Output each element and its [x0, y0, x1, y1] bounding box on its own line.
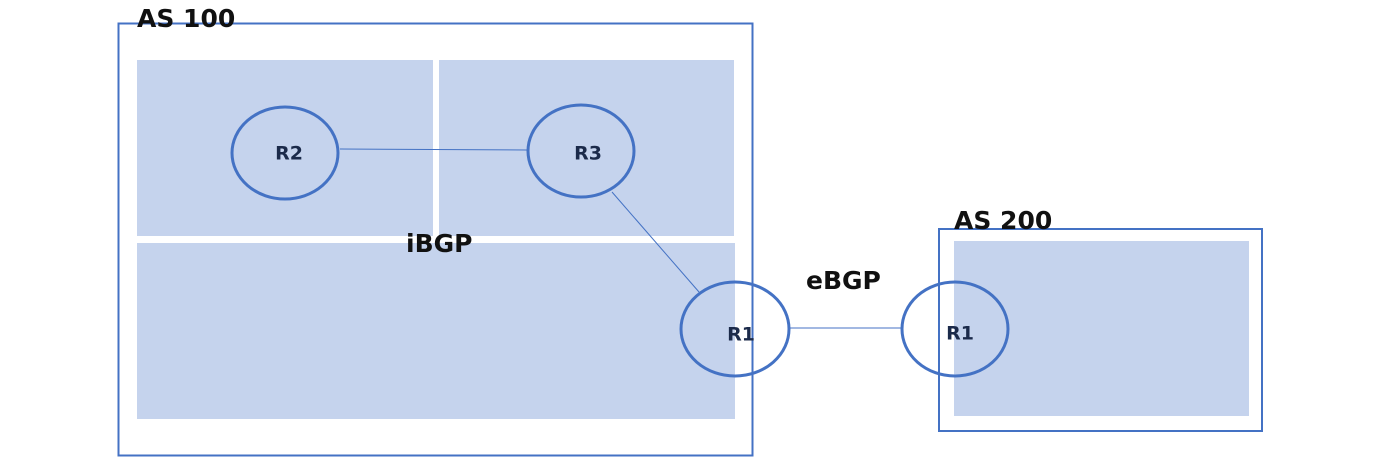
ibgp-label: iBGP: [406, 229, 472, 258]
router-as200-r1-label: R1: [946, 323, 974, 345]
as200-zone: [954, 241, 1249, 416]
as100-zone-top-left: [137, 60, 433, 236]
router-r3[interactable]: [526, 103, 636, 199]
link-r3-r1: [611, 191, 700, 293]
as100-label: AS 100: [137, 4, 235, 33]
router-r2[interactable]: [230, 105, 340, 201]
router-r2-label: R2: [275, 143, 303, 165]
as100-zone-bottom: [137, 243, 735, 419]
router-r3-label: R3: [574, 143, 602, 165]
as100-zone-top-right: [439, 60, 734, 236]
router-as200-r1[interactable]: [900, 280, 1010, 378]
link-r2-r3: [339, 148, 528, 151]
ebgp-label: eBGP: [806, 266, 881, 295]
as100-boundary: [117, 22, 754, 457]
router-as100-r1-label: R1: [727, 324, 755, 346]
as200-boundary: [938, 228, 1263, 432]
as200-label: AS 200: [954, 206, 1052, 235]
router-as100-r1[interactable]: [679, 280, 791, 378]
